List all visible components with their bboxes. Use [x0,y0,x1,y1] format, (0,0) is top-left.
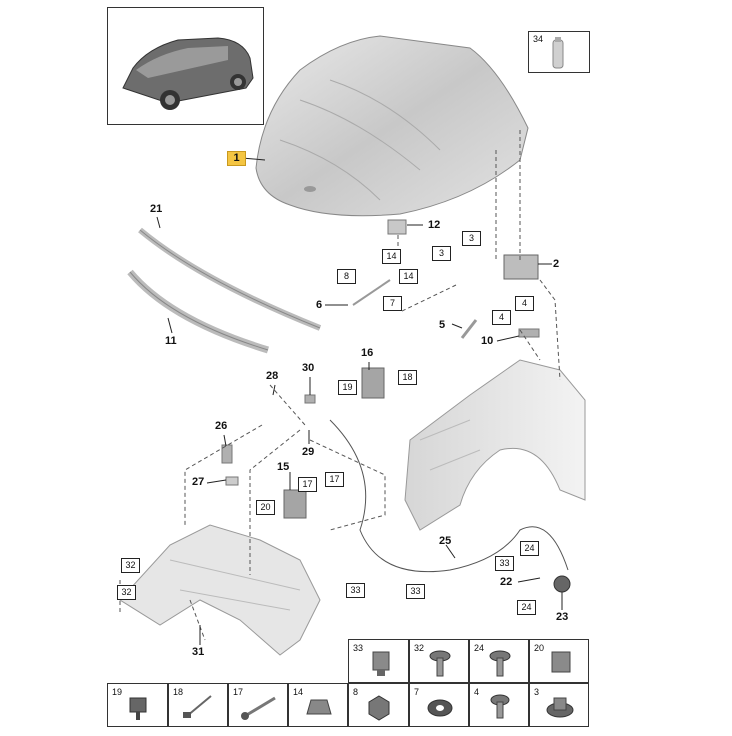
callout-33[interactable]: 33 [495,556,514,571]
callout-3[interactable]: 3 [432,246,451,261]
clip-nut-icon [372,651,390,676]
callout-21[interactable]: 21 [150,203,163,215]
legend-cell[interactable]: 32 [409,639,469,683]
legend-label: 4 [474,687,480,697]
callout-26[interactable]: 26 [215,420,228,432]
callout-1[interactable]: 1 [227,151,246,166]
release-cable [329,419,569,573]
callout-22[interactable]: 22 [500,576,513,588]
callout-3[interactable]: 3 [462,231,481,246]
callout-24[interactable]: 24 [517,600,536,615]
callout-11[interactable]: 11 [165,335,177,347]
legend-cell[interactable]: 14 [288,683,348,727]
callout-32[interactable]: 32 [121,558,140,573]
callout-19[interactable]: 19 [338,380,357,395]
callout-27[interactable]: 27 [192,476,205,488]
callout-20[interactable]: 20 [256,500,275,515]
part-34-box: 34 [528,31,590,73]
callout-15[interactable]: 15 [277,461,290,473]
callout-4[interactable]: 4 [515,296,534,311]
callout-18[interactable]: 18 [398,370,417,385]
legend-label: 14 [293,687,304,697]
long-bolt-icon [241,696,276,720]
screw-icon [490,694,510,719]
fastener-legend: 33 32 24 20 19 18 17 14 [107,639,589,727]
callout-28[interactable]: 28 [266,370,279,382]
front-carrier [119,524,321,656]
bolt-icon [489,650,511,677]
legend-cell[interactable]: 24 [469,639,529,683]
legend-label: 17 [233,687,244,697]
legend-label: 24 [474,643,485,653]
callout-29[interactable]: 29 [302,446,315,458]
callout-4[interactable]: 4 [492,310,511,325]
legend-label: 32 [414,643,425,653]
seal-lower [127,269,270,354]
callout-17[interactable]: 17 [325,472,344,487]
seal-upper [138,227,322,331]
cable-tie-icon [183,695,212,718]
callout-8[interactable]: 8 [337,269,356,284]
legend-cell[interactable]: 20 [529,639,589,683]
callout-33[interactable]: 33 [346,583,365,598]
legend-cell[interactable]: 19 [107,683,168,727]
bolt-icon [429,650,451,677]
fender-panel [404,359,586,531]
callout-23[interactable]: 23 [556,611,569,623]
legend-label: 8 [353,687,359,697]
hood-panel [255,35,529,217]
legend-cell[interactable]: 8 [348,683,409,727]
vehicle-thumbnail [107,7,264,125]
legend-label: 19 [112,687,123,697]
legend-cell[interactable]: 18 [168,683,228,727]
rivet-icon [129,697,147,720]
callout-17[interactable]: 17 [298,477,317,492]
hex-nut-icon [368,695,390,721]
legend-label: 18 [173,687,184,697]
legend-cell[interactable]: 33 [348,639,409,683]
legend-cell[interactable]: 4 [469,683,529,727]
callout-24[interactable]: 24 [520,541,539,556]
washer-icon [427,699,453,717]
callout-10[interactable]: 10 [481,335,494,347]
legend-label: 3 [534,687,540,697]
legend-label: 33 [353,643,364,653]
spray-can-icon [552,37,564,69]
callout-12[interactable]: 12 [428,219,441,231]
legend-label: 7 [414,687,420,697]
callout-16[interactable]: 16 [361,347,374,359]
nut-icon [306,699,332,715]
legend-label: 20 [534,643,545,653]
legend-cell[interactable]: 7 [409,683,469,727]
car-icon [122,37,254,110]
callout-33[interactable]: 33 [406,584,425,599]
callout-6[interactable]: 6 [316,299,323,311]
callout-30[interactable]: 30 [302,362,315,374]
clip-icon [551,651,571,673]
callout-31[interactable]: 31 [192,646,205,658]
callout-25[interactable]: 25 [439,535,452,547]
callout-34-label: 34 [533,34,544,44]
callout-5[interactable]: 5 [439,319,446,331]
legend-cell[interactable]: 17 [228,683,288,727]
callout-32[interactable]: 32 [117,585,136,600]
callout-14[interactable]: 14 [382,249,401,264]
callout-2[interactable]: 2 [553,258,560,270]
callout-14[interactable]: 14 [399,269,418,284]
legend-cell[interactable]: 3 [529,683,589,727]
flange-nut-icon [546,697,574,718]
callout-7[interactable]: 7 [383,296,402,311]
latch [503,254,539,280]
